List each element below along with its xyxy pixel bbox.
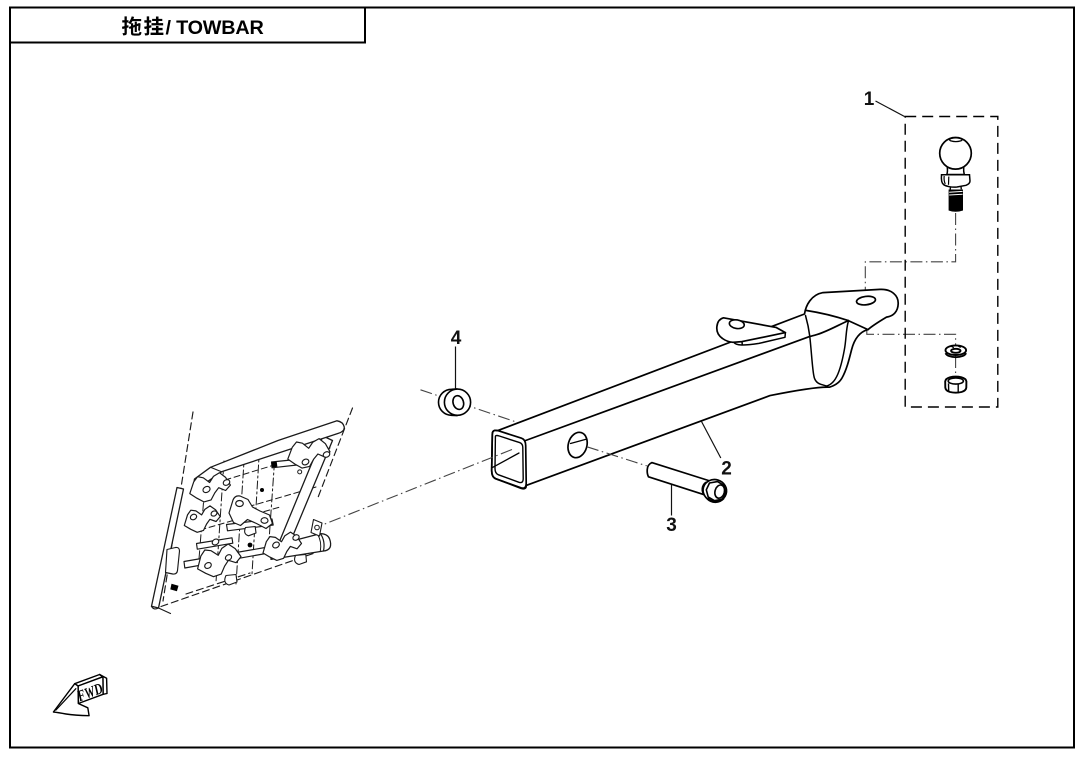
svg-text:1: 1 <box>864 89 875 110</box>
svg-text:2: 2 <box>721 459 732 480</box>
svg-text:4: 4 <box>451 328 462 349</box>
svg-text:/ TOWBAR: / TOWBAR <box>166 17 264 39</box>
svg-text:3: 3 <box>666 515 677 536</box>
